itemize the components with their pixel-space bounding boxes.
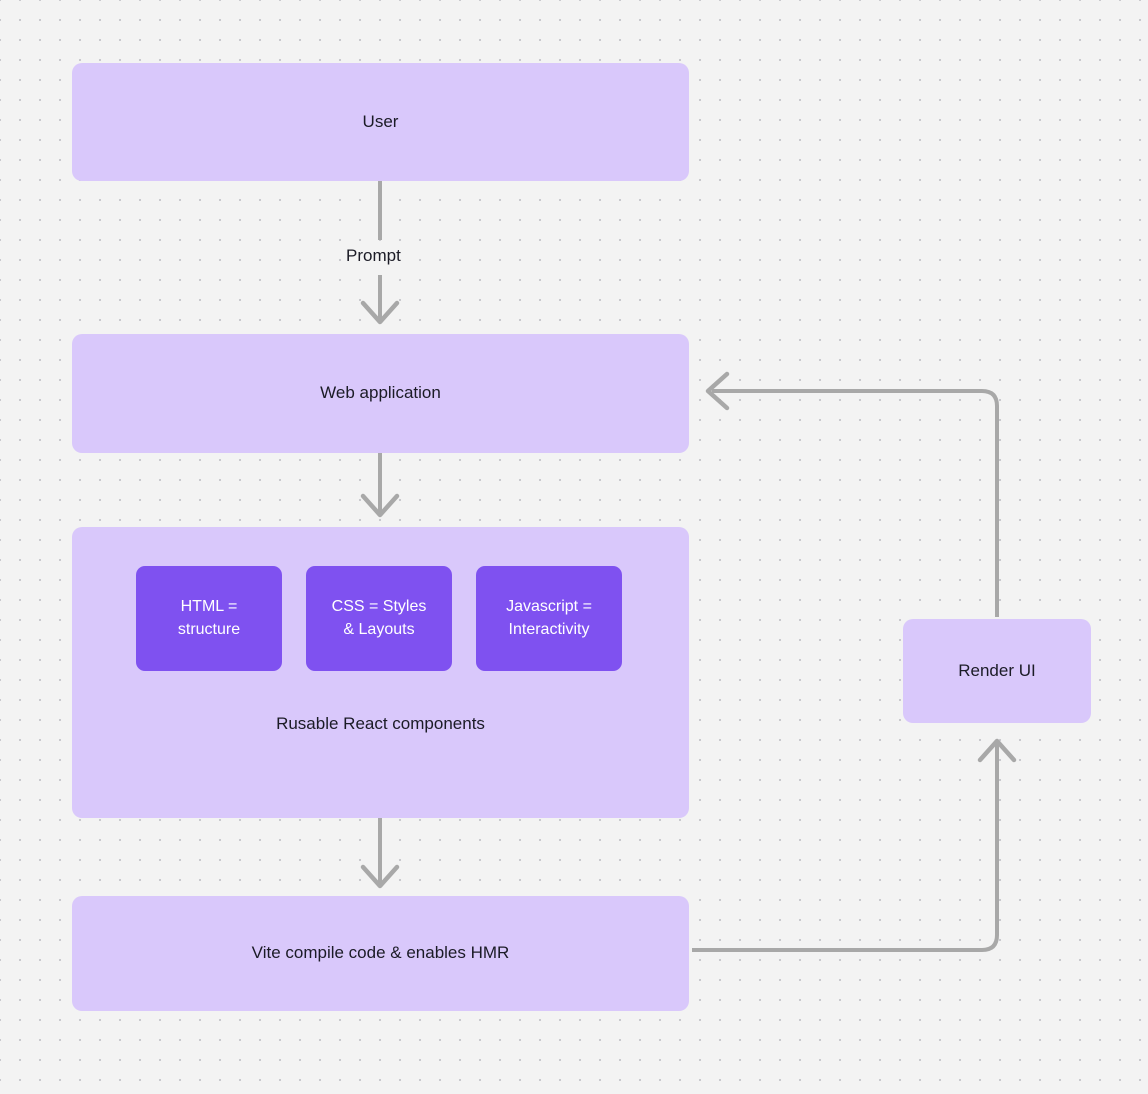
edge-label-prompt: Prompt	[341, 245, 406, 267]
node-user[interactable]: User	[72, 63, 689, 181]
node-vite-label: Vite compile code & enables HMR	[251, 943, 510, 963]
edge-render-ui-to-webapp	[712, 389, 999, 617]
node-render-ui-label: Render UI	[958, 660, 1036, 680]
arrowhead-down-components	[360, 493, 400, 518]
node-html-structure[interactable]: HTML = structure	[136, 566, 282, 671]
node-web-application-label: Web application	[320, 383, 441, 403]
arrowhead-left-webapp	[705, 371, 730, 411]
arrowhead-up-render-ui	[977, 738, 1017, 763]
node-components-group[interactable]: HTML = structure CSS = Styles & Layouts …	[72, 527, 689, 818]
node-javascript-interactivity-label: Javascript = Interactivity	[506, 598, 592, 638]
edge-vite-to-render-ui	[692, 744, 999, 952]
node-css-styles[interactable]: CSS = Styles & Layouts	[306, 566, 452, 671]
node-javascript-interactivity[interactable]: Javascript = Interactivity	[476, 566, 622, 671]
node-vite[interactable]: Vite compile code & enables HMR	[72, 896, 689, 1011]
node-html-structure-label: HTML = structure	[177, 598, 241, 638]
node-css-styles-label: CSS = Styles & Layouts	[331, 598, 427, 638]
node-user-label: User	[362, 111, 399, 131]
node-render-ui[interactable]: Render UI	[903, 619, 1091, 723]
arrowhead-down-vite	[360, 864, 400, 889]
node-web-application[interactable]: Web application	[72, 334, 689, 453]
components-group-caption: Rusable React components	[276, 714, 485, 733]
components-row: HTML = structure CSS = Styles & Layouts …	[136, 566, 622, 671]
arrowhead-down-webapp	[360, 300, 400, 325]
